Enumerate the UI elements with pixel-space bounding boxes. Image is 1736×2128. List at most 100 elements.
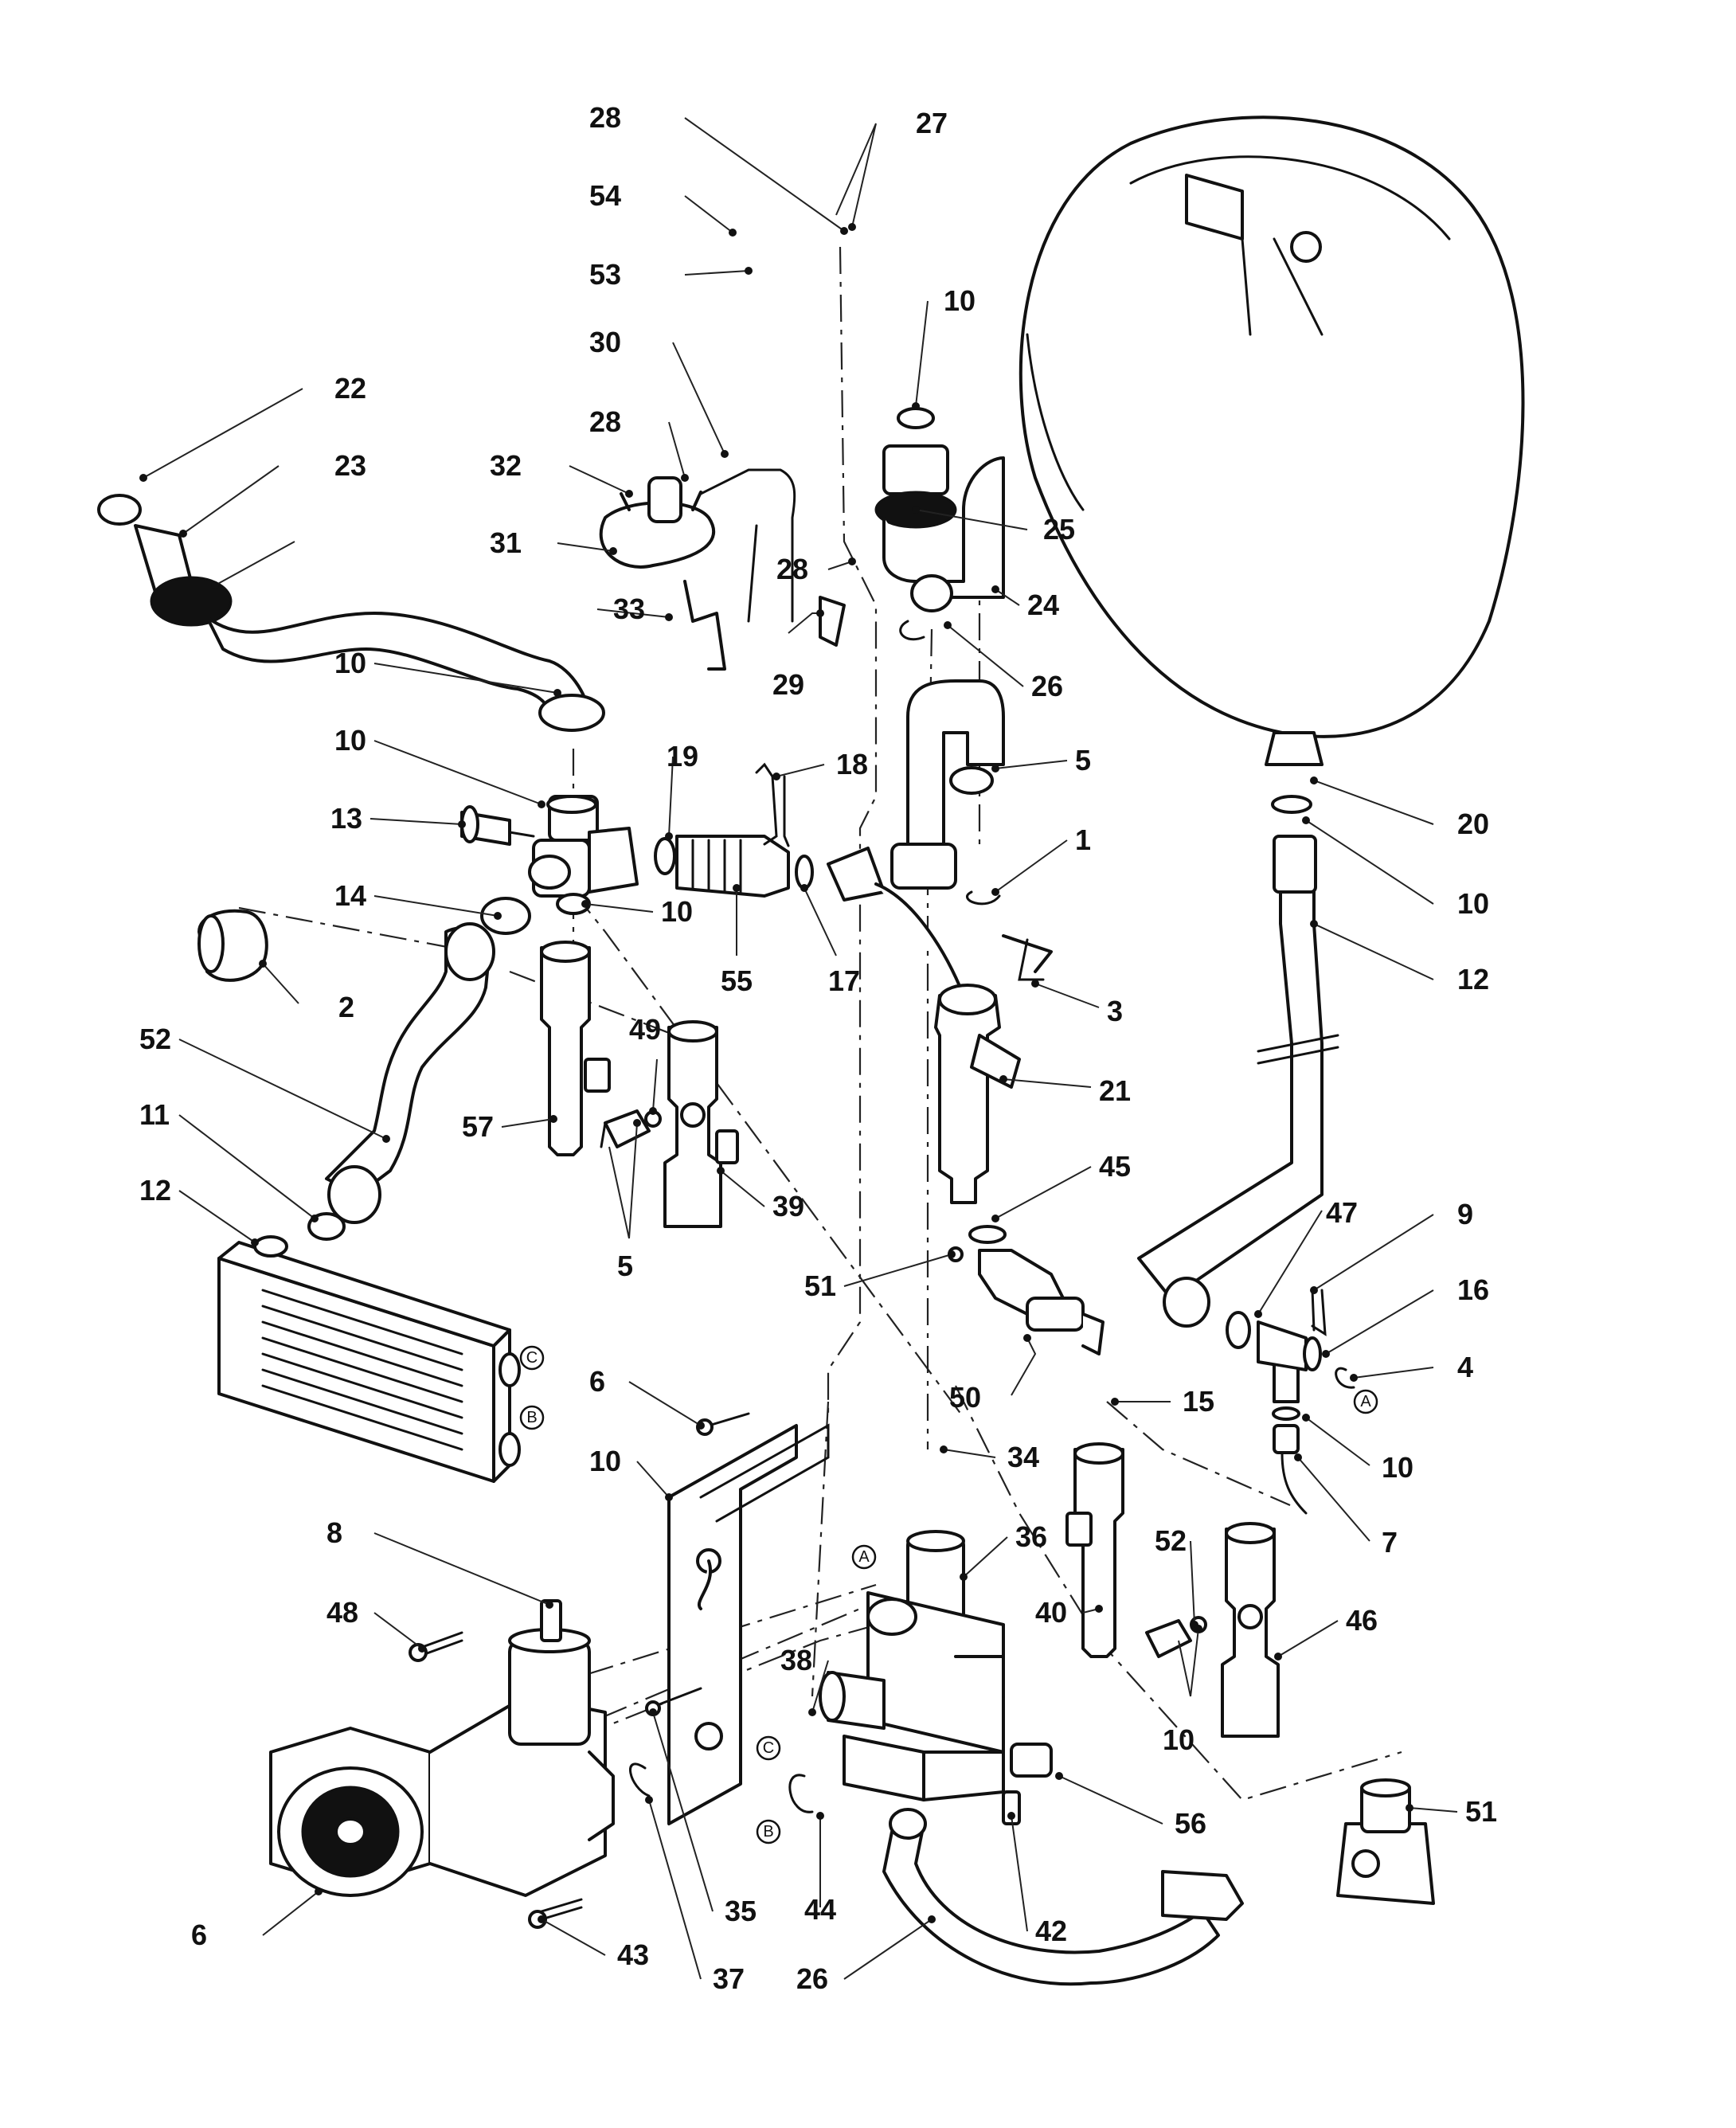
- leader-dot: [458, 820, 466, 828]
- leader-dot: [1274, 1653, 1282, 1661]
- leader-dot: [729, 229, 737, 237]
- leader-dot: [1310, 1286, 1318, 1294]
- tee-pipe-11: [874, 882, 1053, 1204]
- leader-dot: [848, 223, 856, 231]
- callout-label: 10: [334, 647, 366, 679]
- callout-label: 47: [1326, 1196, 1358, 1229]
- callout-label: 17: [828, 964, 860, 997]
- callout-label: 10: [334, 724, 366, 757]
- vessel-hose: [1137, 795, 1339, 1328]
- leader-dot: [418, 1645, 426, 1653]
- callout-label: 10: [944, 284, 976, 317]
- callout-label: 44: [804, 1893, 836, 1926]
- leader-dot: [609, 547, 617, 555]
- leader-dot: [948, 1250, 956, 1258]
- leader-dot: [665, 832, 673, 840]
- leader-dot: [840, 227, 848, 235]
- reference-letter: C: [526, 1349, 538, 1367]
- reference-letter: B: [763, 1823, 773, 1840]
- callout-label: 43: [617, 1938, 649, 1971]
- callout-label: 56: [1175, 1807, 1206, 1840]
- callout-label: 38: [780, 1644, 812, 1676]
- hose-21: [307, 897, 531, 1241]
- top-hose: [97, 494, 605, 732]
- callout-label: 25: [1043, 513, 1075, 546]
- leader-dot: [494, 912, 502, 920]
- expansion-vessel: [1019, 115, 1525, 766]
- leader-dot: [800, 884, 808, 892]
- fitting-56: [1336, 1778, 1435, 1905]
- leader-dot: [311, 1215, 319, 1222]
- callout-label: 26: [1031, 670, 1063, 702]
- reference-marker: B: [519, 1405, 545, 1430]
- leader-dot: [848, 557, 856, 565]
- circulation-pump: [269, 1599, 615, 1897]
- callout-label: 29: [772, 668, 804, 701]
- leader-dot: [1055, 1772, 1063, 1780]
- leader-dot: [1350, 1374, 1358, 1382]
- leader-dot: [1023, 1334, 1031, 1342]
- leader-dot: [681, 474, 689, 482]
- o-rings: [629, 1762, 814, 1813]
- reference-marker: A: [851, 1544, 877, 1570]
- leader-dot: [928, 1915, 936, 1923]
- leader-dot: [944, 621, 952, 629]
- callout-label: 54: [589, 179, 621, 212]
- callout-label: 10: [589, 1445, 621, 1477]
- bent-pipe-assembly: [874, 407, 1005, 641]
- reference-letter: A: [1360, 1393, 1371, 1410]
- reference-marker: B: [756, 1819, 781, 1844]
- cap-55: [197, 909, 268, 982]
- leader-dot: [991, 1215, 999, 1222]
- callout-label: 26: [796, 1962, 828, 1995]
- leader-dot: [721, 450, 729, 458]
- leader-dot: [991, 765, 999, 773]
- plate-heat-exchanger: [217, 1235, 521, 1483]
- callout-label: 28: [589, 405, 621, 438]
- leader-dot: [1302, 816, 1310, 824]
- callout-label: 35: [725, 1895, 757, 1927]
- bent-pipe-13: [890, 679, 1005, 906]
- leader-dot: [538, 1915, 545, 1923]
- callout-label: 52: [139, 1023, 171, 1055]
- callout-label: 14: [334, 879, 366, 912]
- callout-label: 30: [589, 326, 621, 358]
- leader-dot: [581, 900, 589, 908]
- leader-dot: [139, 474, 147, 482]
- leader-dot: [1302, 1414, 1310, 1422]
- callout-label: 53: [589, 258, 621, 291]
- callout-label: 39: [772, 1190, 804, 1222]
- leader-dot: [211, 581, 219, 589]
- leader-dot: [549, 1115, 557, 1123]
- callout-label: 1: [1075, 823, 1091, 856]
- leader-dot: [665, 613, 673, 621]
- pressure-fitting: [1226, 1289, 1355, 1515]
- leader-dot: [1254, 1310, 1262, 1318]
- callout-label: 27: [916, 107, 948, 139]
- reference-letter: B: [526, 1409, 537, 1426]
- callout-label: 10: [1382, 1451, 1413, 1484]
- leader-dot: [538, 800, 545, 808]
- callout-label: 10: [1163, 1723, 1194, 1756]
- callout-label: 31: [490, 526, 522, 559]
- callout-label: 6: [589, 1365, 605, 1398]
- callout-label: 11: [139, 1098, 170, 1131]
- leader-dot: [251, 1238, 259, 1246]
- callout-label: 10: [661, 895, 693, 928]
- callout-label: 3: [1107, 995, 1123, 1027]
- callout-label: 19: [667, 740, 698, 773]
- leader-dot: [665, 1493, 673, 1501]
- callout-label: 36: [1015, 1520, 1047, 1553]
- test-nipple-51: [600, 1109, 662, 1148]
- callout-label: 33: [613, 593, 645, 625]
- callout-label: 57: [462, 1110, 494, 1143]
- callout-label: 13: [330, 802, 362, 835]
- leader-dot: [545, 1601, 553, 1609]
- callout-label: 16: [1457, 1273, 1489, 1306]
- callout-label: 5: [1075, 744, 1091, 776]
- callout-label: 48: [326, 1596, 358, 1629]
- leader-dot: [991, 888, 999, 896]
- callout-label: 34: [1007, 1441, 1039, 1473]
- leader-dot: [1007, 1812, 1015, 1820]
- callout-label: 52: [1155, 1524, 1187, 1557]
